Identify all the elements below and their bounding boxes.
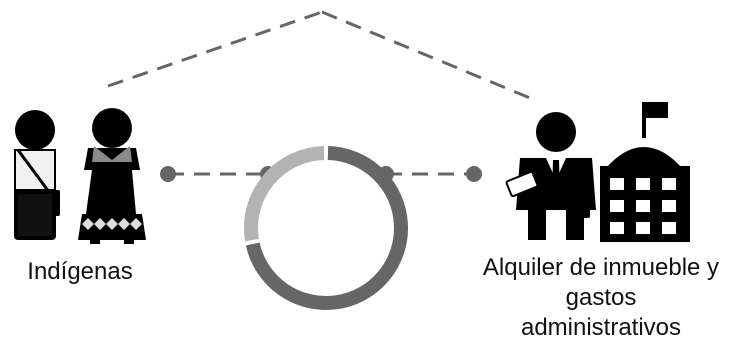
left-connector — [160, 166, 276, 182]
label-alquiler-line3: administrativos — [520, 314, 682, 341]
roof-right-dashed-line — [321, 10, 531, 100]
right-connector — [378, 166, 482, 182]
right-connector-dot-outer — [466, 166, 482, 182]
indigenous-man-icon — [14, 110, 60, 240]
roof-dashed-lines — [107, 10, 531, 100]
ring-segment-dark — [245, 146, 408, 310]
roof-left-dashed-line — [107, 10, 323, 88]
businessman-icon — [505, 112, 596, 240]
ring-segment-light — [244, 146, 325, 242]
office-building-icon — [600, 102, 690, 242]
left-connector-dot-outer — [160, 166, 176, 182]
label-indigenas: Indígenas — [27, 258, 133, 285]
label-alquiler: Alquiler de inmueble y gastos administra… — [462, 253, 740, 343]
donut-ring — [244, 146, 408, 310]
label-alquiler-line1: Alquiler de inmueble y — [482, 254, 720, 281]
label-alquiler-line2: gastos — [565, 284, 637, 311]
indigenous-woman-icon — [78, 108, 146, 244]
